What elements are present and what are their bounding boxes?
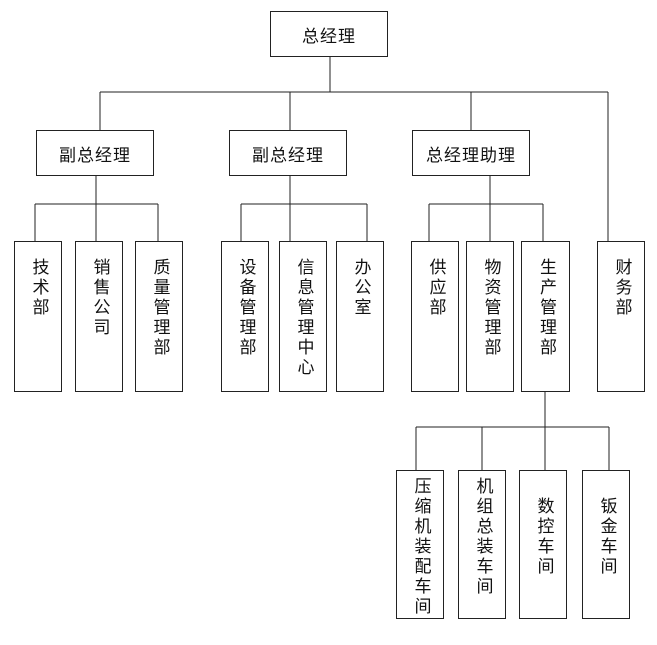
sales-company-box: 销售公司	[75, 241, 123, 392]
sales-company-label: 销售公司	[89, 258, 110, 338]
quality-dept-box: 质量管理部	[135, 241, 183, 392]
gm-assistant-label: 总经理助理	[426, 145, 516, 166]
cnc-workshop-label: 数控车间	[533, 497, 554, 577]
tech-dept-box: 技术部	[14, 241, 62, 392]
production-dept-box: 生产管理部	[521, 241, 570, 392]
tech-dept-label: 技术部	[28, 258, 49, 318]
general-manager-label: 总经理	[302, 26, 356, 47]
materials-dept-box: 物资管理部	[466, 241, 514, 392]
office-box: 办公室	[336, 241, 384, 392]
vice-general-manager-1-box: 副总经理	[36, 130, 154, 176]
supply-dept-box: 供应部	[411, 241, 459, 392]
compressor-assembly-workshop-label: 压缩机装配车间	[410, 477, 431, 617]
vice-general-manager-1-label: 副总经理	[59, 145, 131, 166]
vice-general-manager-2-box: 副总经理	[229, 130, 347, 176]
sheet-metal-workshop-box: 钣金车间	[582, 470, 630, 619]
office-label: 办公室	[350, 258, 371, 318]
unit-assembly-workshop-label: 机组总装车间	[472, 477, 493, 597]
finance-dept-box: 财务部	[597, 241, 645, 392]
info-center-label: 信息管理中心	[293, 258, 314, 378]
vice-general-manager-2-label: 副总经理	[252, 145, 324, 166]
equipment-dept-box: 设备管理部	[221, 241, 269, 392]
materials-dept-label: 物资管理部	[480, 258, 501, 358]
supply-dept-label: 供应部	[425, 258, 446, 318]
unit-assembly-workshop-box: 机组总装车间	[458, 470, 506, 619]
compressor-assembly-workshop-box: 压缩机装配车间	[396, 470, 444, 619]
quality-dept-label: 质量管理部	[149, 258, 170, 358]
production-dept-label: 生产管理部	[536, 258, 556, 358]
equipment-dept-label: 设备管理部	[235, 258, 256, 358]
cnc-workshop-box: 数控车间	[519, 470, 567, 619]
finance-dept-label: 财务部	[611, 258, 632, 318]
sheet-metal-workshop-label: 钣金车间	[596, 497, 617, 577]
gm-assistant-box: 总经理助理	[412, 130, 530, 176]
info-center-box: 信息管理中心	[279, 241, 327, 392]
general-manager-box: 总经理	[270, 11, 388, 57]
